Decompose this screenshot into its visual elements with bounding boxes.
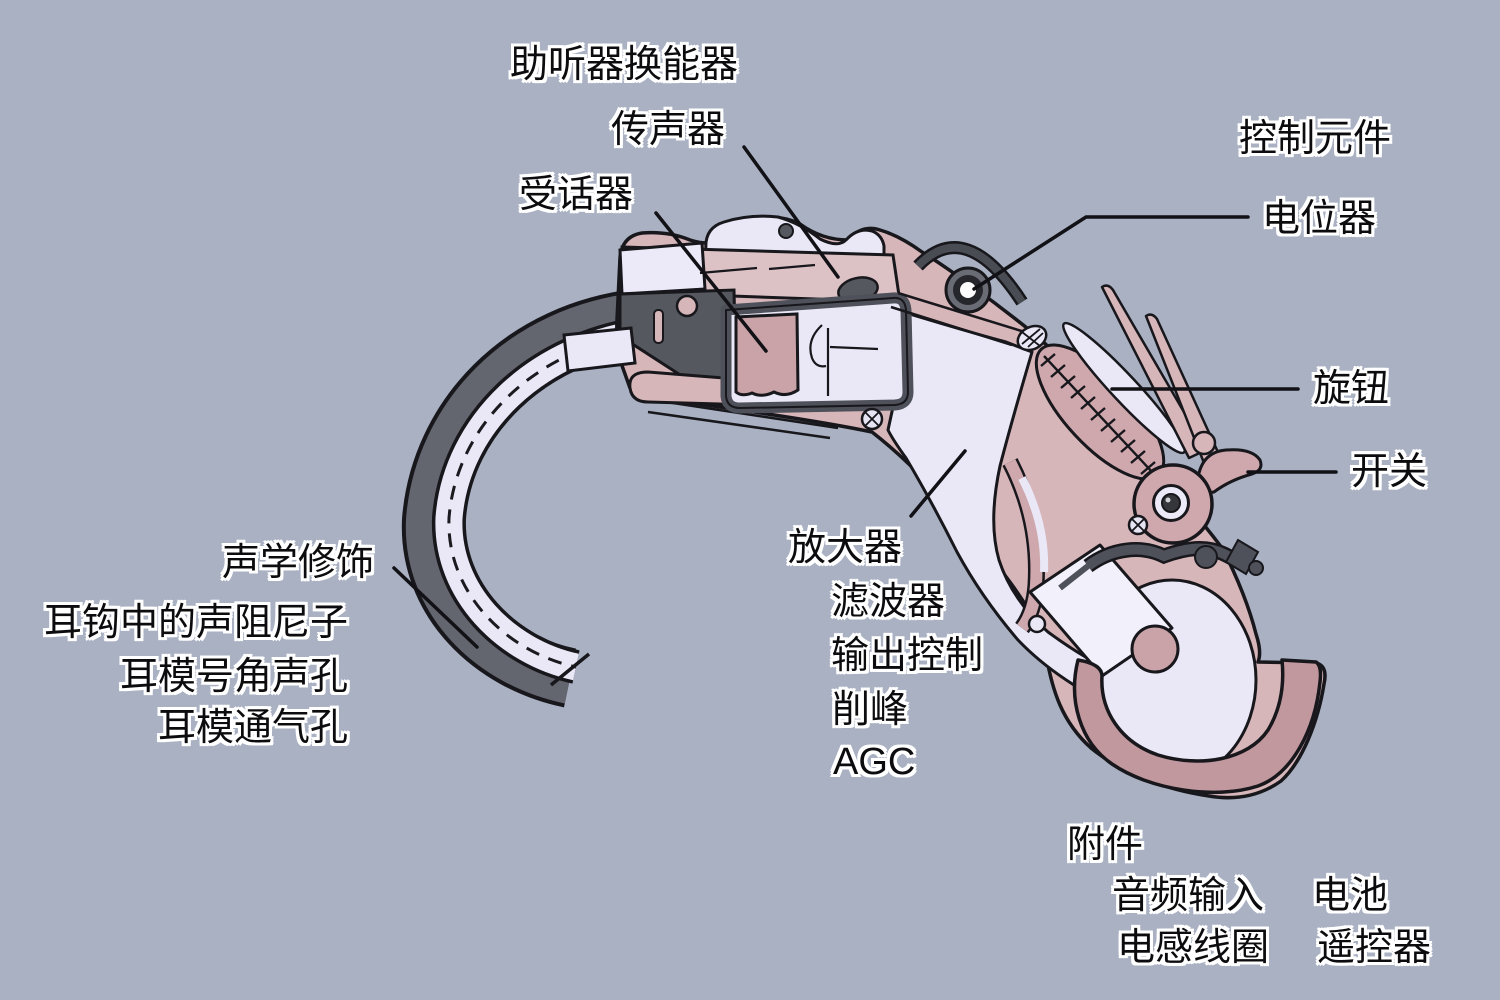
- label-earmold-vent: 耳模通气孔: [157, 707, 348, 749]
- potentiometer: [913, 241, 1028, 314]
- label-earmold-horn: 耳模号角声孔: [119, 656, 348, 698]
- screw: [1127, 514, 1149, 536]
- case-ribs: [1002, 458, 1049, 634]
- battery-door: [1072, 658, 1323, 795]
- label-controls-heading: 控制元件: [1239, 118, 1392, 160]
- ear-hook-sound-path: [447, 330, 651, 669]
- label-induction-coil: 电感线圈: [1117, 927, 1270, 969]
- label-acoustic-damper: 耳钩中的声阻尼子: [43, 602, 348, 644]
- label-filter: 滤波器: [831, 581, 946, 623]
- label-acoustic-heading: 声学修饰: [222, 542, 375, 584]
- leader-receiver: [654, 211, 768, 353]
- internal-wires: [1058, 538, 1264, 591]
- leader-microphone: [742, 145, 840, 279]
- top-pin: [778, 223, 794, 239]
- ear-hook: [401, 288, 653, 708]
- label-transducer-heading: 助听器换能器: [510, 44, 739, 86]
- wheel-ratchet: [1040, 353, 1156, 475]
- spike-base: [1191, 430, 1217, 456]
- hatched-port: [1016, 324, 1048, 352]
- label-audio-input: 音频输入: [1112, 875, 1265, 917]
- label-microphone: 传声器: [611, 109, 726, 151]
- tube-seam-line: [647, 410, 831, 440]
- switch-assembly: [1127, 448, 1263, 545]
- leader-lines: [392, 145, 1338, 649]
- chassis-hole: [675, 294, 699, 318]
- top-left-component: [618, 241, 707, 296]
- label-accessories-heading: 附件: [1067, 824, 1144, 866]
- receiver-frame-outline: [725, 296, 909, 409]
- label-switch: 开关: [1351, 451, 1428, 493]
- battery-cell: [1130, 624, 1180, 674]
- screw: [860, 407, 884, 431]
- label-amplifier-heading: 放大器: [788, 527, 903, 569]
- label-knob: 旋钮: [1313, 368, 1390, 410]
- leader-potentiometer: [972, 215, 1250, 291]
- hook-connector: [562, 326, 637, 373]
- label-output-control: 输出控制: [831, 635, 984, 677]
- leader-acoustic: [392, 566, 479, 649]
- leader-amplifier: [909, 449, 967, 518]
- label-agc: AGC: [833, 741, 916, 783]
- housing-detail-lines: [699, 263, 816, 275]
- top-assembly: [562, 214, 914, 414]
- label-potentiometer: 电位器: [1262, 198, 1377, 240]
- label-battery: 电池: [1312, 875, 1389, 917]
- shell-seam-lines: [890, 291, 1029, 347]
- label-remote-control: 遥控器: [1317, 927, 1432, 969]
- wire-arc: [915, 243, 1026, 305]
- chassis-pin: [653, 309, 664, 344]
- label-receiver: 受话器: [519, 174, 634, 216]
- case-screw-hole: [1027, 614, 1047, 634]
- switch-lever: [1196, 448, 1263, 494]
- ear-hook-tip-cut: [549, 652, 591, 687]
- label-peak-clipping: 削峰: [832, 689, 909, 731]
- frame-detail-lines: [809, 324, 879, 396]
